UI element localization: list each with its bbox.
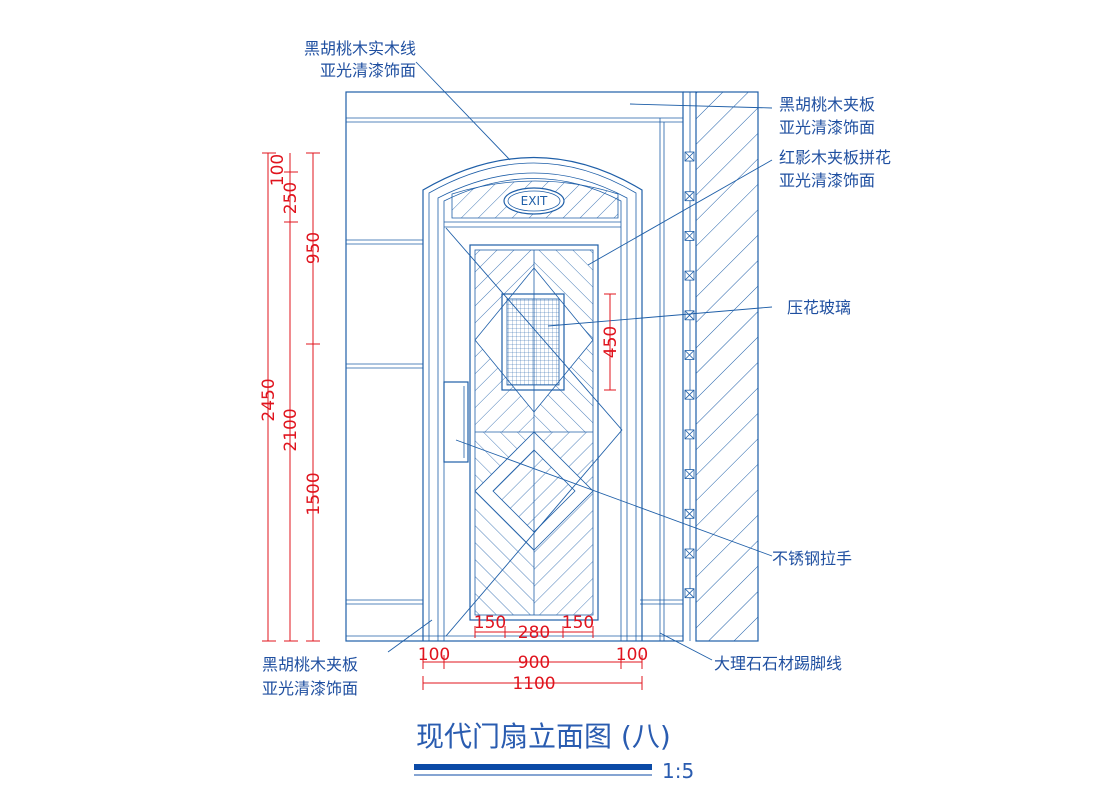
dim-900: 900 bbox=[518, 653, 550, 673]
dim-450: 450 bbox=[601, 326, 621, 358]
dim-950: 950 bbox=[304, 232, 324, 264]
dim-100-left: 100 bbox=[418, 645, 450, 665]
callout-r1-1: 黑胡桃木夹板 bbox=[779, 95, 875, 114]
door-leaf bbox=[443, 244, 599, 621]
callout-bl-1: 黑胡桃木夹板 bbox=[262, 655, 358, 674]
dim-150-left: 150 bbox=[474, 613, 506, 633]
title-block: 现代门扇立面图 (八) 1:5 bbox=[414, 720, 694, 783]
callout-baseboard: 大理石石材踢脚线 bbox=[714, 654, 842, 673]
callout-r2-2: 亚光清漆饰面 bbox=[779, 171, 875, 190]
side-wall-section bbox=[683, 91, 759, 642]
stainless-handle bbox=[443, 381, 469, 463]
exit-sign-text: EXIT bbox=[521, 194, 548, 208]
title-underline bbox=[414, 764, 652, 770]
callout-top-left-2: 亚光清漆饰面 bbox=[320, 61, 416, 80]
dimension-labels: 2450 2100 100 250 950 1500 450 150 280 1… bbox=[259, 154, 648, 694]
wall-panel bbox=[345, 91, 684, 642]
dim-100: 100 bbox=[268, 154, 288, 186]
dim-1500: 1500 bbox=[304, 472, 324, 515]
dim-1100: 1100 bbox=[512, 674, 555, 694]
patterned-glass bbox=[501, 293, 565, 391]
exit-sign bbox=[503, 187, 565, 215]
callout-labels: 黑胡桃木实木线 亚光清漆饰面 黑胡桃木夹板 亚光清漆饰面 红影木夹板拼花 亚光清… bbox=[262, 39, 891, 698]
dim-250: 250 bbox=[281, 182, 301, 214]
callout-r1-2: 亚光清漆饰面 bbox=[779, 118, 875, 137]
drawing-scale: 1:5 bbox=[662, 759, 694, 783]
wall-anchor-marks bbox=[684, 151, 695, 599]
dim-280: 280 bbox=[518, 623, 550, 643]
dim-100-right: 100 bbox=[616, 645, 648, 665]
transom-panel: EXIT bbox=[451, 180, 619, 219]
dim-2100: 2100 bbox=[281, 408, 301, 451]
dim-2450: 2450 bbox=[259, 378, 279, 421]
callout-handle: 不锈钢拉手 bbox=[772, 549, 852, 568]
callout-top-left-1: 黑胡桃木实木线 bbox=[304, 39, 416, 58]
leader-lines bbox=[387, 61, 773, 661]
dim-150-right: 150 bbox=[562, 613, 594, 633]
dimension-lines bbox=[262, 152, 643, 690]
callout-r2-1: 红影木夹板拼花 bbox=[779, 148, 891, 167]
callout-bl-2: 亚光清漆饰面 bbox=[262, 679, 358, 698]
callout-glass: 压花玻璃 bbox=[787, 298, 851, 317]
drawing-title: 现代门扇立面图 (八) bbox=[416, 720, 671, 753]
